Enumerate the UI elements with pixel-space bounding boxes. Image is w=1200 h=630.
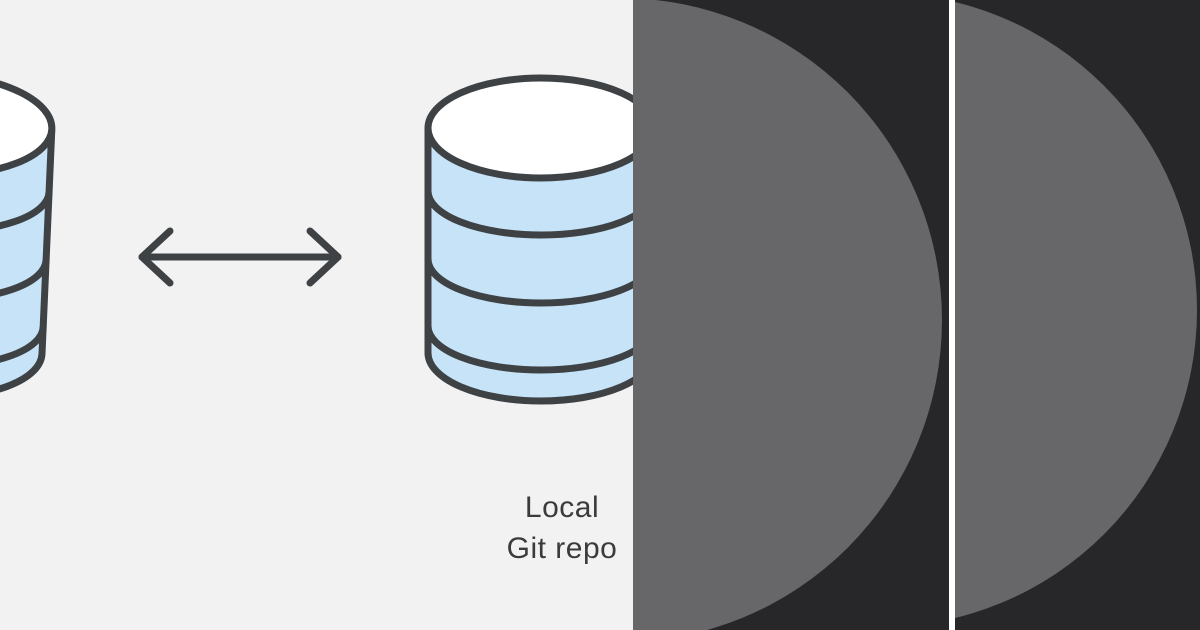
local-git-repo-label: Local Git repo bbox=[462, 487, 662, 569]
local-git-repo-label-line2: Git repo bbox=[506, 532, 618, 565]
overlay-panel-2 bbox=[955, 0, 1200, 630]
large-gray-circle-1 bbox=[633, 0, 942, 630]
database-cylinder-icon-left bbox=[0, 57, 62, 417]
large-gray-circle-2 bbox=[955, 0, 1197, 627]
double-headed-arrow-icon bbox=[138, 227, 342, 287]
database-cylinder-icon-local bbox=[421, 66, 661, 416]
local-git-repo-label-line1: Local bbox=[524, 491, 600, 524]
panel-divider bbox=[949, 0, 955, 630]
overlay-panel-1 bbox=[633, 0, 949, 630]
